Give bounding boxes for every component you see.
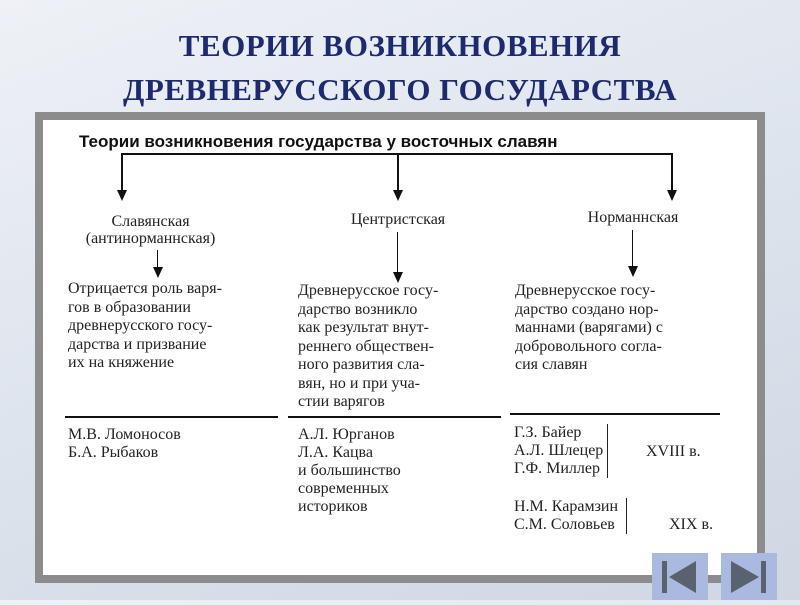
proponent: современных: [298, 480, 389, 497]
proponent: С.М. Соловьев: [514, 516, 615, 533]
proponent: Г.З. Байер: [514, 424, 582, 441]
text-line: Древнерусское госу-: [298, 282, 439, 299]
text-line: их на княжение: [68, 354, 175, 371]
connector-line: [121, 153, 123, 193]
description-centrist: Древнерусское госу- дарство возникло как…: [298, 282, 438, 412]
diagram-frame: Теории возникновения государства у восто…: [35, 112, 765, 583]
text-line: как результат внут-: [298, 319, 429, 336]
proponents-norman-19: Н.М. Карамзин С.М. Соловьев: [514, 498, 628, 534]
proponent: историков: [298, 498, 368, 515]
proponent: М.В. Ломоносов: [68, 426, 181, 443]
slide-title-line2: ДРЕВНЕРУССКОГО ГОСУДАРСТВА: [123, 72, 677, 107]
arrow-down-icon: [628, 266, 638, 277]
arrow-down-icon: [393, 272, 403, 283]
proponent: Н.М. Карамзин: [514, 498, 619, 515]
description-slavic: Отрицается роль варя- гов в образовании …: [68, 280, 222, 373]
arrow-down-icon: [393, 190, 403, 201]
century-label: XIX в.: [669, 516, 713, 533]
proponent: Б.А. Рыбаков: [68, 444, 159, 461]
connector-line: [157, 250, 158, 270]
theory-slavic: Славянская (антинорманнская): [73, 213, 228, 248]
text-line: добровольного согла-: [515, 337, 662, 355]
text-line: вян, но и при уча-: [298, 374, 420, 392]
connector-line: [632, 230, 633, 268]
next-slide-button[interactable]: [721, 553, 777, 600]
proponent: Л.А. Кацва: [298, 444, 373, 461]
prev-slide-button[interactable]: [652, 553, 708, 600]
skip-forward-icon: [731, 561, 766, 593]
diagram-heading: Теории возникновения государства у восто…: [79, 132, 558, 151]
text-line: древнерусского госу-: [68, 317, 213, 334]
arrow-down-icon: [153, 267, 163, 278]
text-line: реннего обществен-: [298, 337, 434, 355]
proponent: А.Л. Шлецер: [514, 442, 604, 459]
text-line: ного развития сла-: [298, 356, 425, 373]
text-line: дарство создано нор-: [515, 300, 659, 318]
text-line: гов в образовании: [68, 298, 191, 316]
century-label: XVIII в.: [646, 443, 701, 460]
text-line: Отрицается роль варя-: [68, 280, 222, 297]
text-line: дарства и призвание: [68, 335, 207, 353]
proponents-slavic: М.В. Ломоносов Б.А. Рыбаков: [68, 426, 181, 462]
theory-name-sub: (антинорманнская): [85, 230, 216, 247]
proponents-centrist: А.Л. Юрганов Л.А. Кацва и большинство со…: [298, 426, 401, 516]
connector-line: [671, 153, 673, 193]
text-line: маннами (варягами) с: [515, 319, 663, 336]
proponent: и большинство: [298, 462, 401, 479]
divider: [288, 416, 501, 418]
proponent: А.Л. Юрганов: [298, 426, 395, 443]
text-line: Древнерусское госу-: [515, 282, 656, 299]
theory-name: Центристская: [350, 211, 446, 228]
divider: [65, 416, 278, 418]
divider: [510, 413, 720, 415]
theory-centrist: Центристская: [318, 211, 478, 229]
arrow-down-icon: [117, 190, 127, 201]
text-line: стии варягов: [298, 393, 385, 410]
proponent: Г.Ф. Миллер: [514, 460, 600, 477]
theory-name: Норманнская: [587, 209, 679, 226]
connector-line: [397, 153, 399, 193]
proponents-norman-18: Г.З. Байер А.Л. Шлецер Г.Ф. Миллер: [514, 424, 609, 478]
text-line: сия славян: [515, 356, 588, 373]
description-norman: Древнерусское госу- дарство создано нор-…: [515, 282, 663, 375]
connector-line: [397, 232, 398, 274]
theory-name: Славянская: [111, 213, 190, 230]
skip-back-icon: [662, 561, 696, 593]
text-line: дарство возникло: [298, 300, 418, 318]
arrow-down-icon: [667, 190, 677, 201]
theory-norman: Норманнская: [558, 209, 708, 227]
slide-title-line1: ТЕОРИИ ВОЗНИКНОВЕНИЯ: [178, 28, 622, 63]
